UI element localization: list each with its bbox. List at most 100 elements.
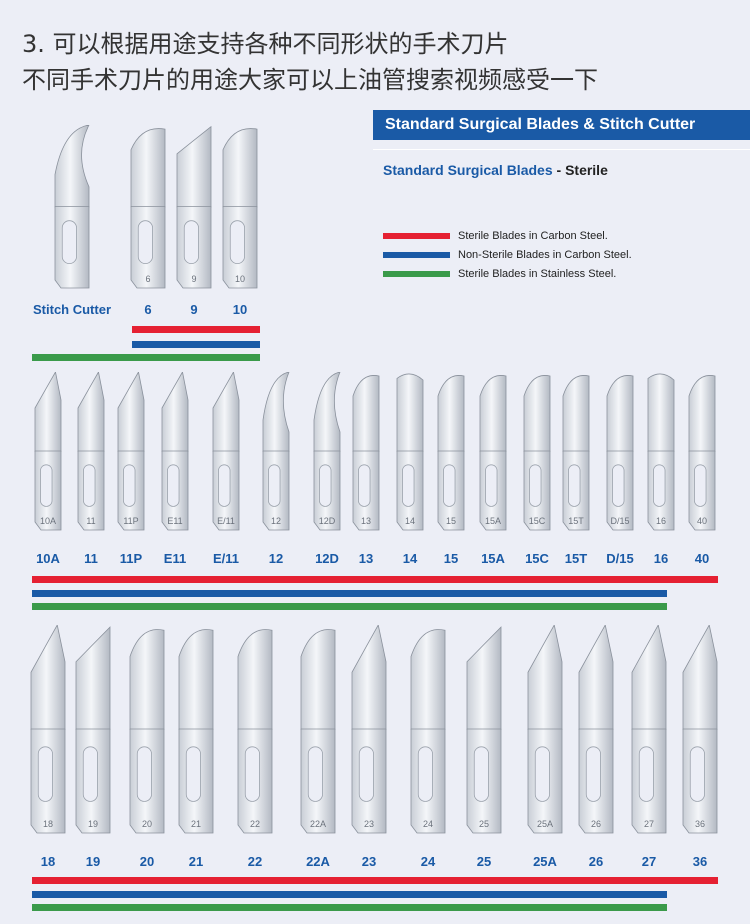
svg-text:12: 12 xyxy=(271,516,281,526)
blade-image: 18 xyxy=(30,625,66,834)
blade-label: 20 xyxy=(139,854,155,869)
blade-image: 26 xyxy=(578,625,614,834)
blade-image: 25A xyxy=(527,625,563,834)
blade-label: 22 xyxy=(247,854,263,869)
blade-label: 36 xyxy=(692,854,708,869)
blade-label: D/15 xyxy=(606,551,634,566)
blade-label: 26 xyxy=(588,854,604,869)
blade-label: 18 xyxy=(40,854,56,869)
title-line-1: 3. 可以根据用途支持各种不同形状的手术刀片 xyxy=(22,30,509,58)
svg-text:27: 27 xyxy=(644,819,654,829)
blade-image: 14 xyxy=(396,373,424,531)
blade-label: 27 xyxy=(641,854,657,869)
blade-label: 11P xyxy=(119,551,143,566)
legend-label: Sterile Blades in Carbon Steel. xyxy=(458,230,608,242)
svg-text:D/15: D/15 xyxy=(610,516,629,526)
svg-text:11P: 11P xyxy=(123,516,138,526)
blade-image: 19 xyxy=(75,626,111,834)
subtitle-separator: - xyxy=(552,162,566,178)
blade-label: 12D xyxy=(315,551,339,566)
svg-text:15T: 15T xyxy=(568,516,584,526)
svg-text:13: 13 xyxy=(361,516,371,526)
availability-bar-green xyxy=(32,354,260,361)
svg-text:24: 24 xyxy=(423,819,433,829)
legend-item-red: Sterile Blades in Carbon Steel. xyxy=(383,228,608,244)
blade-label: 14 xyxy=(402,551,418,566)
blade-image: E11 xyxy=(161,372,189,531)
svg-text:19: 19 xyxy=(88,819,98,829)
blade-image: 9 xyxy=(176,125,212,289)
svg-text:10: 10 xyxy=(235,274,245,284)
blade-image: 11 xyxy=(77,372,105,531)
availability-bar-green xyxy=(32,904,667,911)
svg-text:36: 36 xyxy=(695,819,705,829)
svg-text:11: 11 xyxy=(86,516,95,526)
svg-text:12D: 12D xyxy=(319,516,336,526)
blade-image: E/11 xyxy=(212,372,240,531)
blade-image: 15C xyxy=(523,375,551,531)
blade-image: 10A xyxy=(34,372,62,531)
svg-text:9: 9 xyxy=(191,274,196,284)
blade-image: 36 xyxy=(682,625,718,834)
blade-image: 24 xyxy=(410,629,446,834)
svg-text:10A: 10A xyxy=(40,516,56,526)
svg-text:15A: 15A xyxy=(485,516,501,526)
svg-text:E/11: E/11 xyxy=(217,516,235,526)
svg-text:18: 18 xyxy=(43,819,53,829)
svg-text:20: 20 xyxy=(142,819,152,829)
availability-bar-red xyxy=(32,877,718,884)
availability-bar-blue xyxy=(32,891,667,898)
blade-label: 11 xyxy=(84,551,98,566)
svg-text:14: 14 xyxy=(405,516,415,526)
blade-label: 15A xyxy=(481,551,505,566)
legend-swatch-green xyxy=(383,271,450,277)
blade-image: 20 xyxy=(129,629,165,834)
legend-label: Sterile Blades in Stainless Steel. xyxy=(458,268,617,280)
legend-swatch-red xyxy=(383,233,450,239)
svg-text:26: 26 xyxy=(591,819,601,829)
banner-divider xyxy=(373,149,750,150)
blade-image: 6 xyxy=(130,128,166,289)
blade-label: 10A xyxy=(36,551,60,566)
blade-image: 15T xyxy=(562,375,590,531)
blade-image: 40 xyxy=(688,375,716,531)
blade-label: E/11 xyxy=(212,551,240,566)
legend-label: Non-Sterile Blades in Carbon Steel. xyxy=(458,249,632,261)
blade-label: 13 xyxy=(358,551,374,566)
blade-image: 15A xyxy=(479,375,507,531)
availability-bar-red xyxy=(32,576,718,583)
svg-text:22: 22 xyxy=(250,819,260,829)
subtitle-sterile: Sterile xyxy=(565,162,608,178)
blade-label: 22A xyxy=(306,854,330,869)
availability-bar-blue xyxy=(132,341,260,348)
blade-label: 25 xyxy=(476,854,492,869)
blade-label: 16 xyxy=(653,551,669,566)
svg-text:E11: E11 xyxy=(167,516,182,526)
blade-image: 21 xyxy=(178,629,214,834)
blade-image: 12 xyxy=(262,372,290,531)
blade-image: 12D xyxy=(313,372,341,531)
blade-label: 15T xyxy=(564,551,588,566)
blade-image: 13 xyxy=(352,375,380,531)
svg-text:21: 21 xyxy=(191,819,201,829)
blade-image: D/15 xyxy=(606,375,634,531)
blade-image: 16 xyxy=(647,373,675,531)
blade-image: 22 xyxy=(237,629,273,834)
blade-label: 9 xyxy=(190,302,198,317)
svg-text:6: 6 xyxy=(145,274,150,284)
blade-image xyxy=(54,125,90,289)
svg-text:22A: 22A xyxy=(310,819,326,829)
blade-image: 11P xyxy=(117,372,145,531)
svg-text:15: 15 xyxy=(446,516,456,526)
svg-text:40: 40 xyxy=(697,516,707,526)
blade-image: 22A xyxy=(300,629,336,834)
blade-label: Stitch Cutter xyxy=(33,302,111,317)
svg-text:25A: 25A xyxy=(537,819,553,829)
blade-label: 6 xyxy=(144,302,152,317)
blade-label: 21 xyxy=(188,854,204,869)
legend-item-blue: Non-Sterile Blades in Carbon Steel. xyxy=(383,247,632,263)
blade-image: 15 xyxy=(437,375,465,531)
svg-text:16: 16 xyxy=(656,516,666,526)
blade-image: 25 xyxy=(466,626,502,834)
availability-bar-blue xyxy=(32,590,667,597)
